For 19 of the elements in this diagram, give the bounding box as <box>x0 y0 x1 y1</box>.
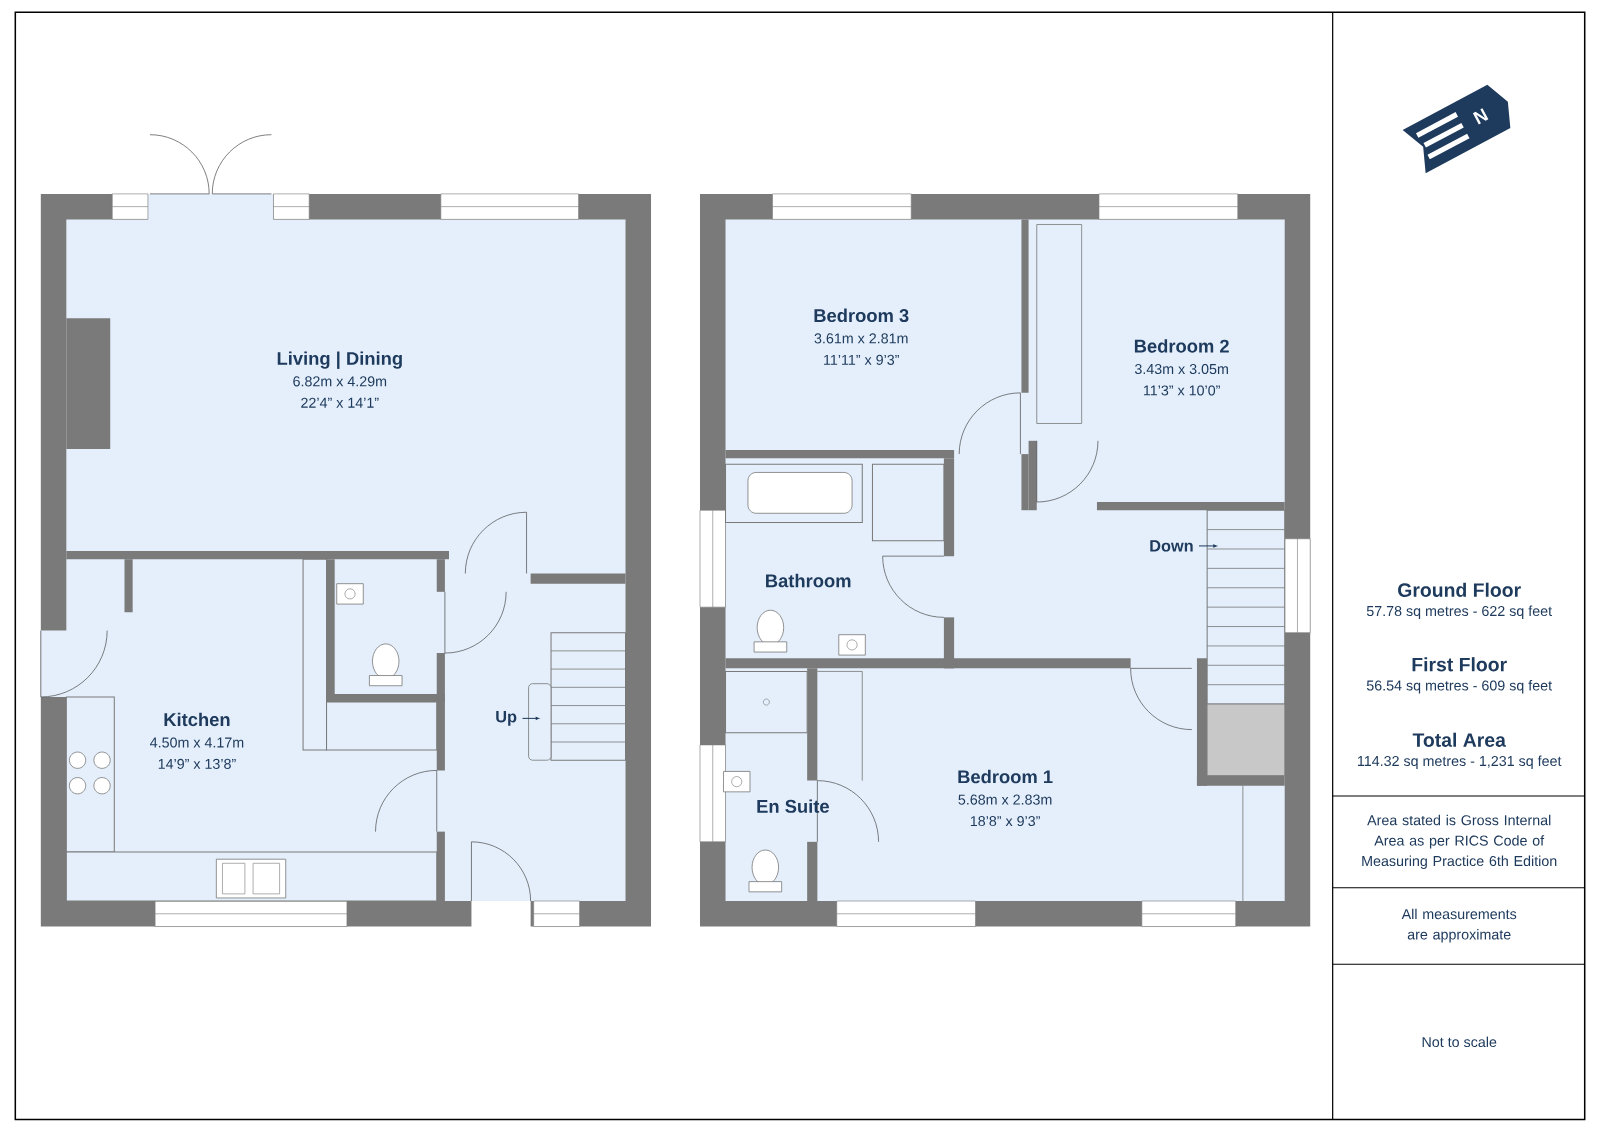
room-label: Bedroom 2 3.43m x 3.05m 11’3” x 10’0” <box>1134 339 1229 396</box>
area-text: 114.32 sq metres - 1,231 sq feet <box>1358 755 1562 770</box>
note-text: All measurements are approximate <box>1401 908 1517 943</box>
north-label: N <box>1472 108 1489 125</box>
note-text: Not to scale <box>1422 1036 1497 1048</box>
room-label: Bedroom 3 3.61m x 2.81m 11’11” x 9’3” <box>814 308 909 366</box>
room-label: Bedroom 1 5.68m x 2.83m 18’8” x 9’3” <box>958 770 1053 827</box>
area-text: 57.78 sq metres - 622 sq feet <box>1366 605 1552 620</box>
room-label: Bathroom <box>766 574 851 588</box>
note-text: Area stated is Gross Internal Area as per RICS Code of Measuring Practice 6th Edition <box>1362 814 1557 870</box>
floor-name: First Floor <box>1412 657 1507 672</box>
room-label: Kitchen 4.50m x 4.17m 14’9” x 13’8” <box>150 712 244 770</box>
stair-label: Down <box>1150 540 1193 552</box>
stair-label: Up <box>496 711 517 726</box>
area-text: 56.54 sq metres - 609 sq feet <box>1366 680 1552 694</box>
room-label: En Suite <box>757 799 829 814</box>
floor-name: Ground Floor <box>1398 582 1521 598</box>
floor-name: Total Area <box>1412 732 1506 748</box>
room-label: Living | Dining 6.82m x 4.29m 22’4” x 14’1” <box>277 351 402 408</box>
